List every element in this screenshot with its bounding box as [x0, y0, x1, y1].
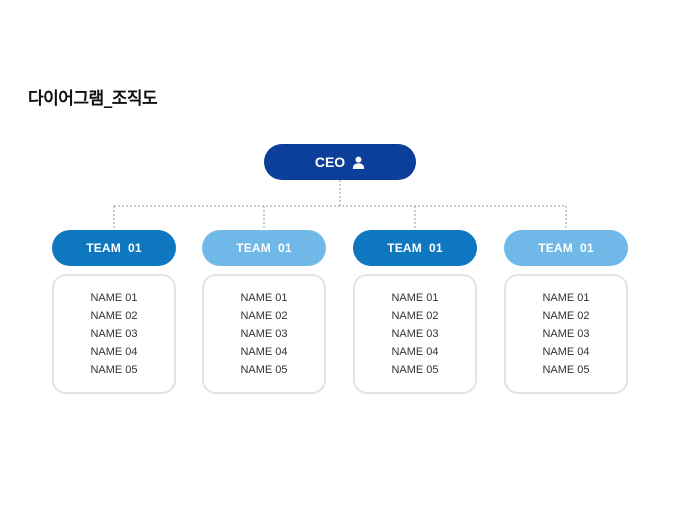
ceo-node[interactable]: CEO [264, 144, 416, 180]
member-list-1: NAME 01 NAME 02 NAME 03 NAME 04 NAME 05 [52, 274, 176, 394]
member-name: NAME 01 [90, 292, 138, 304]
member-name: NAME 03 [240, 328, 288, 340]
member-name: NAME 05 [90, 364, 138, 376]
member-name: NAME 01 [542, 292, 590, 304]
member-name: NAME 03 [90, 328, 138, 340]
team-header-2[interactable]: TEAM 01 [202, 230, 326, 266]
team-header-1[interactable]: TEAM 01 [52, 230, 176, 266]
member-list-2: NAME 01 NAME 02 NAME 03 NAME 04 NAME 05 [202, 274, 326, 394]
ceo-label: CEO [314, 154, 346, 170]
member-list-4: NAME 01 NAME 02 NAME 03 NAME 04 NAME 05 [504, 274, 628, 394]
member-name: NAME 03 [391, 328, 439, 340]
member-name: NAME 04 [542, 346, 590, 358]
member-name: NAME 01 [240, 292, 288, 304]
user-icon [352, 156, 365, 169]
team-column-3: TEAM 01 NAME 01 NAME 02 NAME 03 NAME 04 … [353, 230, 477, 394]
member-name: NAME 05 [542, 364, 590, 376]
member-name: NAME 04 [391, 346, 439, 358]
member-list-3: NAME 01 NAME 02 NAME 03 NAME 04 NAME 05 [353, 274, 477, 394]
team-column-2: TEAM 01 NAME 01 NAME 02 NAME 03 NAME 04 … [202, 230, 326, 394]
member-name: NAME 04 [90, 346, 138, 358]
team-header-4[interactable]: TEAM 01 [504, 230, 628, 266]
page-title: 다이어그램_조직도 [28, 89, 158, 109]
member-name: NAME 03 [542, 328, 590, 340]
member-name: NAME 02 [391, 310, 439, 322]
member-name: NAME 02 [90, 310, 138, 322]
team-column-4: TEAM 01 NAME 01 NAME 02 NAME 03 NAME 04 … [504, 230, 628, 394]
member-name: NAME 04 [240, 346, 288, 358]
member-name: NAME 02 [240, 310, 288, 322]
member-name: NAME 05 [391, 364, 439, 376]
member-name: NAME 01 [391, 292, 439, 304]
member-name: NAME 05 [240, 364, 288, 376]
member-name: NAME 02 [542, 310, 590, 322]
team-header-3[interactable]: TEAM 01 [353, 230, 477, 266]
team-column-1: TEAM 01 NAME 01 NAME 02 NAME 03 NAME 04 … [52, 230, 176, 394]
